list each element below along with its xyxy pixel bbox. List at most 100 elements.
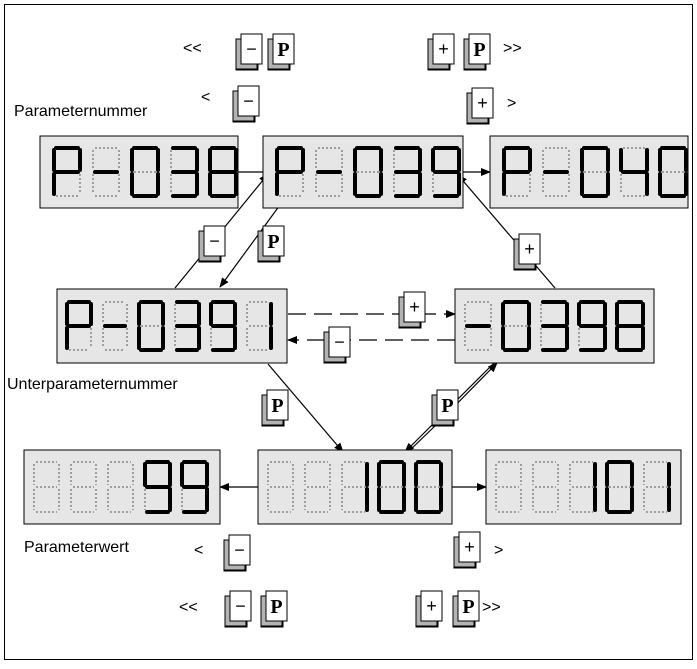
p-key-subnext-to-value-icon: P [431, 389, 459, 427]
display-subparam-next-digit-5 [615, 300, 645, 352]
display-param-next-digit-2 [542, 147, 570, 197]
p-key-sub-to-value-glyph: P [271, 395, 283, 417]
plus-key-top-fast-glyph: + [438, 39, 449, 59]
fast-back-symbol-top: << [183, 40, 202, 57]
p-key-subnext-to-value-glyph: P [441, 395, 453, 417]
display-param-next-digit-5 [658, 146, 688, 198]
display-value-current-digit-5 [414, 460, 443, 514]
p-key-top-fast-icon: P [267, 33, 295, 71]
display-param-current [262, 135, 464, 209]
diagram-border [4, 4, 693, 660]
arrow-sub-to-value [267, 363, 344, 453]
display-value-current-digit-2 [304, 461, 331, 513]
p-key-bottom-fast-icon: P [260, 590, 288, 628]
display-param-current-digit-3 [353, 146, 383, 198]
unterparameternummer-label: Unterparameternummer [7, 376, 178, 393]
plus-key-next-param-glyph: + [477, 93, 488, 113]
minus-key-value-prev-icon: − [223, 534, 251, 572]
display-param-current-digit-5 [431, 146, 461, 198]
display-param-prev-digit-3 [130, 146, 160, 198]
display-value-prev-digit-4 [143, 460, 172, 514]
minus-key-bottom-fast-glyph: − [235, 596, 246, 616]
display-value-current-digit-4 [377, 460, 406, 514]
display-subparam-next [454, 288, 655, 364]
display-param-next-digit-3 [580, 146, 610, 198]
minus-key-subparam-icon: − [198, 225, 226, 263]
display-subparam-next-digit-2 [501, 300, 531, 352]
display-subparam-current-digit-4 [174, 300, 201, 352]
forward-symbol-top: > [507, 95, 517, 112]
display-panels [23, 135, 689, 525]
back-symbol-bottom: < [194, 542, 204, 559]
display-subparam-next-digit-3 [540, 300, 569, 352]
plus-key-bottom-fast-glyph: + [426, 596, 437, 616]
plus-key-sub-next-glyph: + [409, 297, 420, 317]
display-value-next-digit-4 [605, 460, 634, 514]
display-param-current-digit-4 [393, 146, 422, 198]
display-param-prev-digit-5 [208, 146, 238, 198]
p-key-bottom-fast-glyph: P [270, 596, 282, 618]
display-value-prev-digit-3 [107, 461, 134, 513]
display-value-next-digit-5 [643, 461, 671, 513]
display-value-current-digit-1 [267, 461, 294, 513]
p-key-top-fast-glyph: P [277, 39, 289, 61]
parameterwert-label: Parameterwert [24, 539, 129, 556]
p-key-enter-subparam-glyph: P [267, 231, 279, 253]
display-value-prev [23, 449, 221, 525]
plus-key-sub-next-icon: + [398, 291, 426, 329]
display-value-next-digit-2 [532, 461, 559, 513]
display-param-prev-digit-2 [92, 147, 120, 197]
display-value-next [485, 449, 682, 525]
display-value-next-digit-1 [495, 461, 522, 513]
p-key-bottom-fast-plus-icon: P [452, 590, 480, 628]
display-subparam-current-digit-5 [209, 300, 237, 352]
plus-key-subparam-glyph: + [524, 239, 535, 259]
parameternummer-label: Parameternummer [14, 103, 148, 120]
display-value-next-digit-3 [569, 461, 597, 513]
display-subparam-current-digit-3 [137, 300, 165, 352]
minus-key-top-fast-glyph: − [246, 39, 257, 59]
plus-key-value-next-glyph: + [464, 537, 475, 557]
minus-key-sub-prev-icon: − [323, 326, 351, 364]
display-value-prev-digit-1 [33, 461, 60, 513]
minus-key-bottom-fast-icon: − [224, 590, 252, 628]
fast-forward-symbol-bottom: >> [482, 599, 501, 616]
back-symbol-top: < [201, 89, 211, 106]
plus-key-bottom-fast-icon: + [415, 590, 443, 628]
plus-key-top-fast-icon: + [427, 33, 455, 71]
display-param-prev [39, 135, 239, 209]
minus-key-prev-param-glyph: − [243, 91, 254, 111]
display-param-next-digit-1 [502, 146, 532, 197]
display-subparam-current-digit-6 [246, 301, 273, 351]
display-subparam-current-digit-2 [102, 301, 128, 351]
minus-key-value-prev-glyph: − [234, 540, 245, 560]
arrow-subnext-from-value [406, 423, 438, 454]
p-key-enter-subparam-icon: P [257, 225, 285, 263]
minus-key-prev-param-icon: − [232, 85, 260, 123]
plus-key-subparam-icon: + [513, 233, 541, 271]
display-param-next-digit-4 [619, 147, 649, 197]
display-param-current-digit-1 [275, 146, 305, 197]
minus-key-sub-prev-glyph: − [334, 332, 345, 352]
p-key-top-fast-plus-glyph: P [473, 39, 485, 61]
display-value-prev-digit-5 [180, 460, 209, 514]
display-param-next [489, 135, 689, 209]
display-value-prev-digit-2 [70, 461, 97, 513]
minus-key-top-fast-icon: − [235, 33, 263, 71]
display-param-current-digit-2 [315, 147, 343, 197]
display-subparam-next-digit-4 [577, 300, 607, 352]
p-key-bottom-fast-plus-glyph: P [462, 596, 474, 618]
display-value-current-digit-3 [341, 461, 369, 513]
plus-key-next-param-icon: + [466, 87, 494, 125]
arrow-subnext-to-param [457, 174, 556, 289]
minus-key-subparam-glyph: − [209, 231, 220, 251]
display-subparam-current [56, 288, 288, 364]
p-key-sub-to-value-icon: P [261, 389, 289, 427]
display-subparam-next-digit-1 [464, 301, 492, 351]
display-param-prev-digit-4 [170, 146, 199, 198]
p-key-top-fast-plus-icon: P [463, 33, 491, 71]
plus-key-value-next-icon: + [453, 531, 481, 569]
